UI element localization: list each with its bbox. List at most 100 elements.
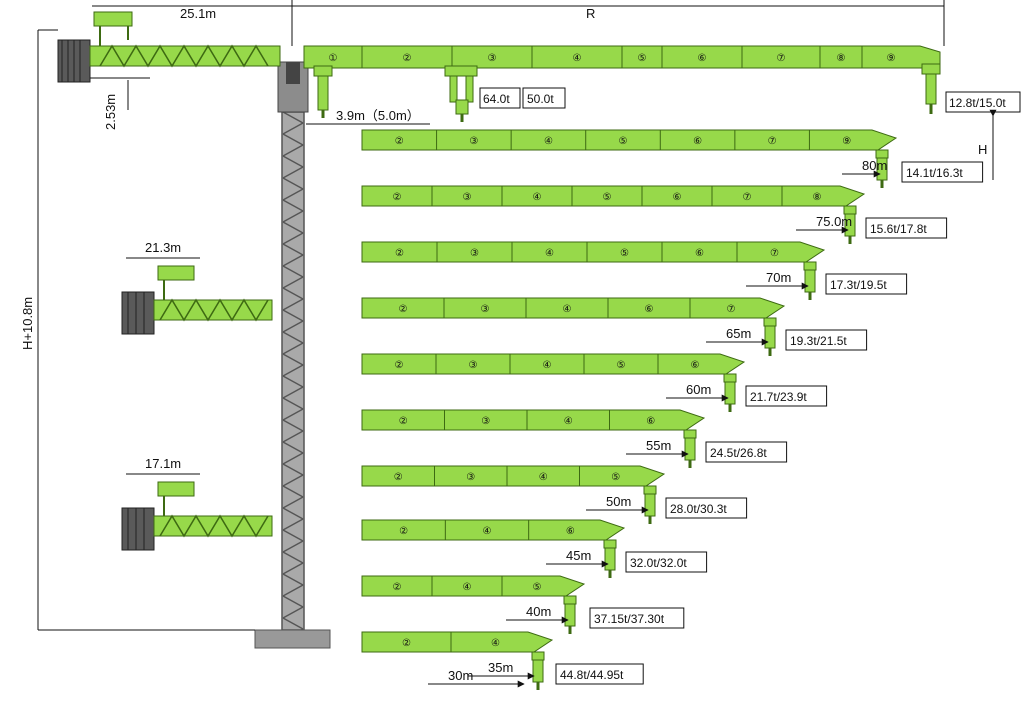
load-box	[785, 329, 868, 351]
pivot-offset: 3.9m（5.0m）	[336, 108, 420, 123]
segment-label: ③	[463, 192, 472, 203]
load-box	[901, 161, 984, 183]
segment-label: ⑨	[842, 136, 851, 147]
segment-label: ③	[469, 360, 478, 371]
alt-counter-jib-1-length: 21.3m	[145, 240, 181, 255]
jib-body	[361, 519, 626, 541]
segment-label: ⑧	[813, 192, 822, 203]
segment-label: ④	[543, 360, 552, 371]
trolley	[563, 595, 577, 605]
jib-length-label: 70m	[766, 270, 791, 285]
trolley	[803, 261, 817, 271]
segment-label: ⑤	[619, 136, 628, 147]
segment-label: ④	[483, 526, 492, 537]
segment-label: ④	[491, 638, 500, 649]
trolley	[723, 373, 737, 383]
max-load-hook	[444, 65, 478, 122]
segment-label: ⑤	[603, 192, 612, 203]
hook-block	[644, 493, 656, 517]
trolley	[875, 149, 889, 159]
hook-block	[564, 603, 576, 627]
load-box	[825, 273, 908, 295]
segment-label: ⑦	[727, 304, 736, 315]
trolley	[763, 317, 777, 327]
trolley	[603, 539, 617, 549]
top-jib-segment-label: ④	[573, 53, 582, 64]
segment-label: ④	[564, 416, 573, 427]
segment-label: ②	[395, 360, 404, 371]
alt-counter-jib-2: 17.1m	[121, 456, 273, 551]
load-box	[745, 385, 828, 407]
hook-height-label: H	[978, 142, 987, 157]
jib-length-label: 35m	[488, 660, 513, 675]
segment-label: ⑤	[617, 360, 626, 371]
trolley	[643, 485, 657, 495]
jib-length-label: 55m	[646, 438, 671, 453]
hook-block	[684, 437, 696, 461]
jib-length-label: 65m	[726, 326, 751, 341]
load-label: 32.0t/32.0t	[630, 556, 687, 570]
load-label: 15.6t/17.8t	[870, 222, 927, 236]
jib-config-30m: 30m	[428, 668, 525, 688]
jib-length-label: 50m	[606, 494, 631, 509]
jib-body	[361, 129, 898, 151]
jib-length-label: 40m	[526, 604, 551, 619]
load-box	[865, 217, 948, 239]
segment-label: ⑦	[743, 192, 752, 203]
segment-label: ④	[563, 304, 572, 315]
segment-label: ⑥	[691, 360, 700, 371]
top-jib-segment-label: ⑥	[698, 53, 707, 64]
segment-label: ⑤	[620, 248, 629, 259]
load-label: 17.3t/19.5t	[830, 278, 887, 292]
max-load-2: 50.0t	[527, 92, 554, 106]
jib-length-label: 30m	[448, 668, 473, 683]
segment-label: ②	[399, 526, 408, 537]
segment-label: ②	[393, 192, 402, 203]
jib-body	[361, 465, 666, 487]
segment-label: ②	[395, 136, 404, 147]
segment-label: ②	[394, 472, 403, 483]
jib-length-label: 80m	[862, 158, 887, 173]
top-jib-segment-label: ②	[403, 53, 412, 64]
height-label: H+10.8m	[20, 297, 35, 350]
load-label: 37.15t/37.30t	[594, 612, 665, 626]
segment-label: ④	[533, 192, 542, 203]
top-jib-segment-label: ⑦	[777, 53, 786, 64]
jib-body	[361, 241, 826, 263]
top-jib-segment-label: ⑤	[638, 53, 647, 64]
trolley	[683, 429, 697, 439]
hook-block	[604, 547, 616, 571]
top-jib-segment-label: ⑧	[837, 53, 846, 64]
top-jib-segment-label: ⑨	[887, 53, 896, 64]
hook-block	[804, 269, 816, 293]
segment-label: ③	[466, 472, 475, 483]
segment-label: ③	[469, 136, 478, 147]
load-box	[625, 551, 708, 573]
segment-label: ⑥	[695, 248, 704, 259]
load-box	[589, 607, 685, 629]
segment-label: ④	[544, 136, 553, 147]
jib-body	[361, 353, 746, 375]
segment-label: ③	[481, 304, 490, 315]
segment-label: ⑥	[566, 526, 575, 537]
trolley	[843, 205, 857, 215]
load-label: 21.7t/23.9t	[750, 390, 807, 404]
segment-label: ⑥	[645, 304, 654, 315]
hook-block	[724, 381, 736, 405]
jib-body	[361, 297, 786, 319]
segment-label: ④	[539, 472, 548, 483]
segment-label: ⑤	[533, 582, 542, 593]
jib-root-hook	[313, 65, 333, 118]
